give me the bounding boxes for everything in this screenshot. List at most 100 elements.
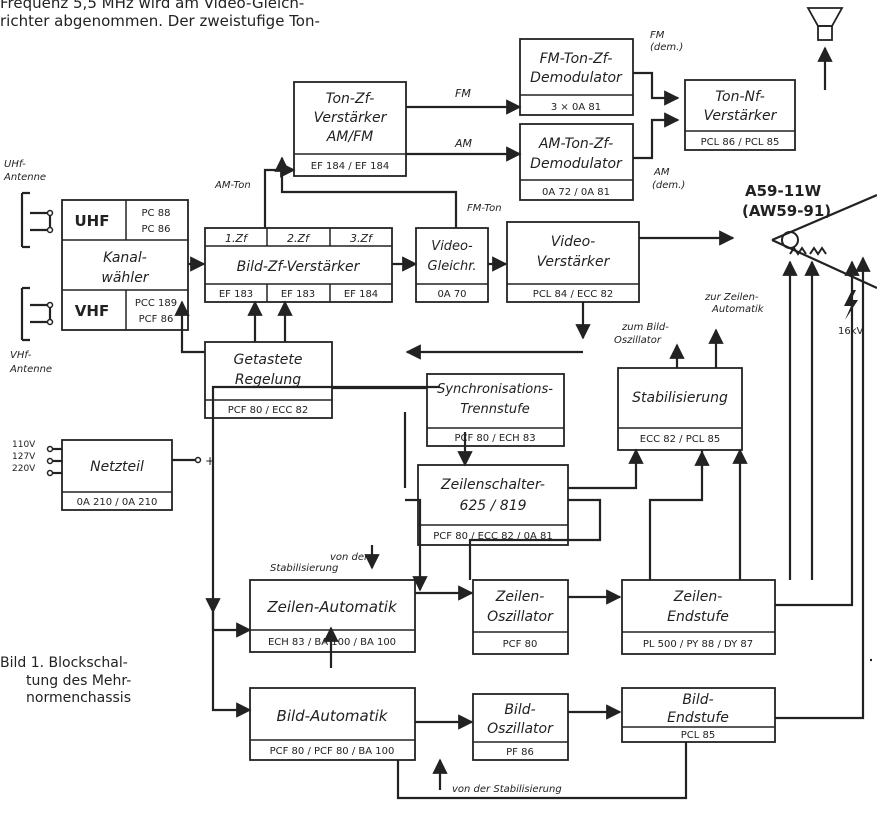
- tuner-vhf-label: VHF: [75, 302, 109, 320]
- sync-tubes: PCF 80 / ECH 83: [454, 433, 535, 444]
- ton-nf-tubes: PCL 86 / PCL 85: [701, 137, 780, 148]
- zeilenschalter-title-1: Zeilenschalter-: [440, 477, 545, 493]
- am-dem-label-1: AM: [653, 167, 670, 178]
- uhf-antenna-label-2: Antenne: [3, 172, 46, 183]
- tuner-vhf-tube-1: PCC 189: [135, 298, 177, 309]
- block-getastete-regelung: Getastete Regelung PCF 80 / ECC 82: [204, 341, 333, 419]
- mains-110-label: 110V: [12, 440, 36, 450]
- uhf-antenna-label-1: UHf-: [4, 159, 26, 170]
- block-kanalwaehler: UHF PC 88 PC 86 Kanal- wähler VHF PCC 18…: [61, 199, 189, 331]
- fm-demod-title-1: FM-Ton-Zf-: [540, 51, 613, 67]
- am-demod-tubes: 0A 72 / 0A 81: [542, 187, 610, 198]
- zum-bild-label-1: zum Bild-: [621, 322, 669, 333]
- am-demod-title-2: Demodulator: [530, 156, 623, 172]
- caption-line-1: Bild 1. Blockschal-: [0, 655, 128, 671]
- fm-ton-label: FM-Ton: [467, 203, 502, 214]
- am-demod-title-1: AM-Ton-Zf-: [538, 136, 613, 152]
- tuner-uhf-label: UHF: [75, 212, 110, 230]
- header-line-1: Frequenz 5,5 MHz wird am Video-Gleich-: [0, 0, 304, 12]
- vhf-antenna-label-2: Antenne: [9, 364, 52, 375]
- crt-alt-type-label: (AW59-91): [742, 202, 831, 220]
- plus-label: +: [205, 454, 215, 468]
- block-synchronisations-trennstufe: Synchronisations- Trennstufe PCF 80 / EC…: [426, 373, 565, 447]
- speaker-icon: [806, 7, 844, 41]
- tuner-uhf-tube-1: PC 88: [142, 208, 171, 219]
- mains-127-label: 127V: [12, 452, 36, 462]
- vhf-antenna-label-1: VHf-: [10, 350, 32, 361]
- bild-zf-stage-2: 2.Zf: [287, 232, 311, 245]
- block-video-verstaerker: Video- Verstärker PCL 84 / ECC 82: [506, 221, 640, 303]
- bild-zf-title: Bild-Zf-Verstärker: [237, 259, 361, 275]
- terminal-dots: [46, 209, 202, 477]
- stabilisierung-tubes: ECC 82 / PCL 85: [640, 434, 720, 445]
- tuner-uhf-tube-2: PC 86: [142, 224, 171, 235]
- crt-tube-icon: [781, 231, 827, 256]
- bild-endstufe-title-2: Endstufe: [667, 710, 729, 726]
- fm-demod-tubes: 3 × 0A 81: [551, 102, 601, 113]
- tuner-label-2: wähler: [101, 270, 149, 286]
- crt-type-label: A59-11W: [745, 182, 822, 200]
- video-gleichr-tubes: 0A 70: [437, 289, 466, 300]
- bild-endstufe-title-1: Bild-: [682, 692, 713, 708]
- ton-nf-title-2: Verstärker: [704, 108, 778, 124]
- tuner-label-1: Kanal-: [103, 250, 147, 266]
- ton-zf-title-2: Verstärker: [314, 110, 388, 126]
- netzteil-title: Netzteil: [90, 459, 144, 475]
- zeilenschalter-tubes: PCF 80 / ECC 82 / 0A 81: [433, 531, 552, 542]
- block-bild-zf-verstaerker: 1.Zf 2.Zf 3.Zf Bild-Zf-Verstärker EF 183…: [204, 227, 393, 303]
- ton-zf-title-1: Ton-Zf-: [326, 91, 375, 107]
- am-dem-label-2: (dem.): [652, 180, 685, 191]
- zeilen-endstufe-tubes: PL 500 / PY 88 / DY 87: [643, 639, 753, 650]
- netzteil-tubes: 0A 210 / 0A 210: [77, 497, 158, 508]
- fm-dem-label-1: FM: [650, 30, 665, 41]
- block-ton-nf-verstaerker: Ton-Nf- Verstärker PCL 86 / PCL 85: [684, 79, 796, 151]
- bild-zf-stage-3: 3.Zf: [350, 232, 374, 245]
- bild-zf-stage-1: 1.Zf: [225, 232, 249, 245]
- zum-bild-label-2: Oszillator: [614, 335, 662, 346]
- block-zeilenschalter: Zeilenschalter- 625 / 819 PCF 80 / ECC 8…: [417, 464, 569, 546]
- video-gleichr-title-1: Video-: [431, 239, 473, 254]
- bild-automatik-tubes: PCF 80 / PCF 80 / BA 100: [270, 746, 395, 757]
- fm-signal-label: FM: [455, 87, 471, 100]
- connection-wires: [20, 46, 877, 800]
- ton-nf-title-1: Ton-Nf-: [715, 89, 765, 105]
- zeilen-oszillator-tubes: PCF 80: [503, 639, 538, 650]
- zeilen-endstufe-title-2: Endstufe: [667, 609, 729, 625]
- block-am-ton-zf-demodulator: AM-Ton-Zf- Demodulator 0A 72 / 0A 81: [519, 123, 634, 201]
- fm-dem-label-2: (dem.): [650, 42, 683, 53]
- bild-oszillator-tubes: PF 86: [506, 747, 534, 758]
- regelung-title-1: Getastete: [233, 352, 302, 368]
- zeilen-oszillator-title-1: Zeilen-: [495, 589, 545, 605]
- block-zeilen-oszillator: Zeilen- Oszillator PCF 80: [472, 579, 569, 655]
- von-stab-label-1: von der: [330, 552, 369, 563]
- am-signal-label: AM: [454, 137, 473, 150]
- bild-automatik-title: Bild-Automatik: [277, 707, 389, 725]
- video-verst-title-2: Verstärker: [537, 254, 611, 270]
- stabilisierung-title: Stabilisierung: [632, 390, 728, 406]
- zeilen-automatik-tubes: ECH 83 / BA 100 / BA 100: [268, 637, 396, 648]
- fm-demod-title-2: Demodulator: [530, 70, 623, 86]
- bild-endstufe-tubes: PCL 85: [681, 730, 716, 741]
- block-ton-zf-verstaerker: Ton-Zf- Verstärker AM/FM EF 184 / EF 184: [293, 81, 407, 177]
- bild-oszillator-title-1: Bild-: [504, 702, 535, 718]
- video-gleichr-title-2: Gleichr.: [428, 259, 477, 274]
- block-video-gleichrichter: Video- Gleichr. 0A 70: [415, 227, 489, 303]
- ton-zf-tubes: EF 184 / EF 184: [311, 161, 389, 172]
- caption-line-3: normenchassis: [26, 690, 131, 706]
- lightning-icon: [844, 290, 858, 320]
- block-stabilisierung: Stabilisierung ECC 82 / PCL 85: [617, 367, 743, 451]
- bild-zf-tube-2: EF 183: [281, 289, 315, 300]
- regelung-title-2: Regelung: [235, 372, 301, 388]
- block-bild-endstufe: Bild- Endstufe PCL 85: [621, 687, 776, 743]
- block-netzteil: Netzteil 0A 210 / 0A 210: [61, 439, 173, 511]
- von-stab-label-2: Stabilisierung: [270, 563, 338, 574]
- header-line-2: richter abgenommen. Der zweistufige Ton-: [0, 12, 320, 30]
- zeilen-oszillator-title-2: Oszillator: [487, 609, 554, 625]
- von-stab-bottom-label: von der Stabilisierung: [452, 784, 562, 795]
- video-verst-tubes: PCL 84 / ECC 82: [533, 289, 613, 300]
- zeilen-automatik-title: Zeilen-Automatik: [266, 598, 398, 616]
- bild-oszillator-title-2: Oszillator: [487, 721, 554, 737]
- sync-title-1: Synchronisations-: [437, 382, 553, 397]
- sync-title-2: Trennstufe: [460, 402, 529, 417]
